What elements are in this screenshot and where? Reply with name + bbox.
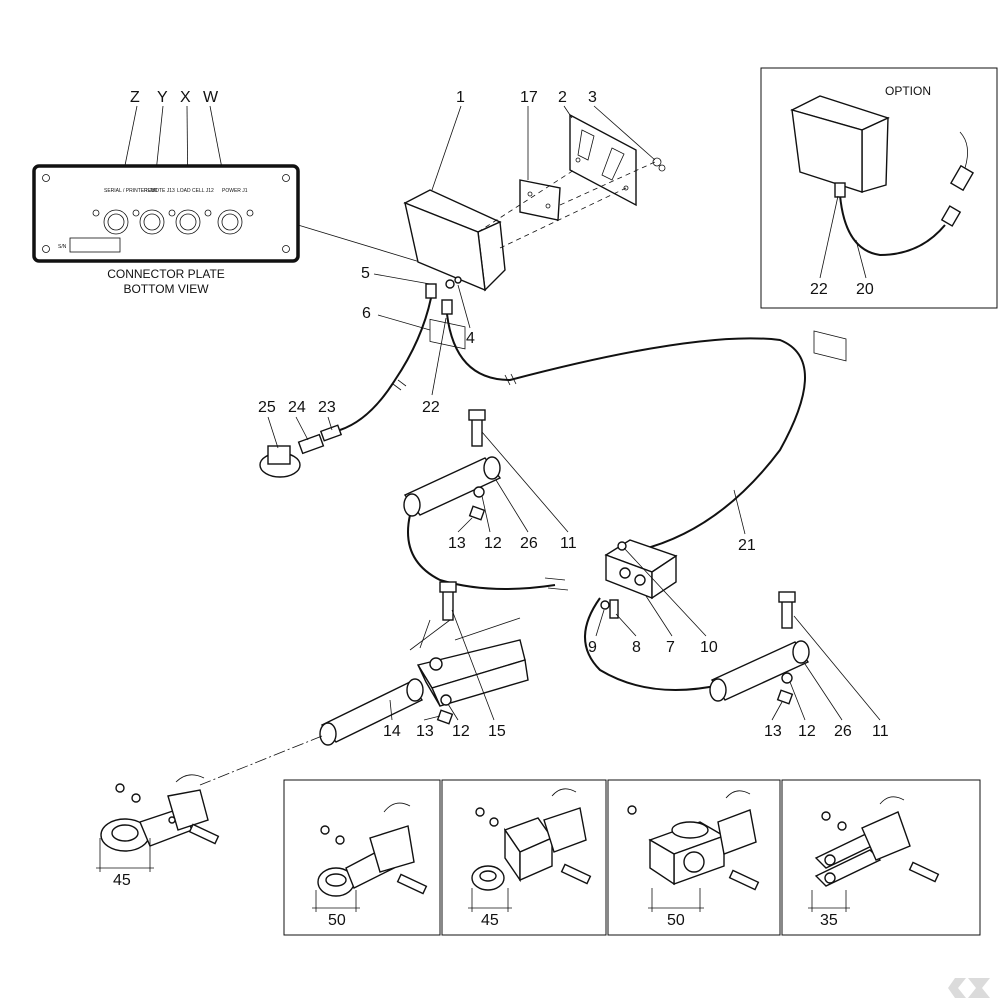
serial-number-box [69,237,121,253]
port-serial-printer: SERIAL / PRINTER J30 [104,188,157,194]
callout-3: 3 [588,89,597,106]
detail-panel-1 [283,779,441,936]
load-pin-right [709,591,810,705]
dim-panel-3: 50 [667,912,685,929]
callout-13-right: 13 [764,723,782,740]
callout-13-center: 13 [416,723,434,740]
plug-24 [297,433,325,455]
indicator-housing [403,189,506,350]
port-power: POWER J1 [222,188,248,194]
callout-24: 24 [288,399,306,416]
connector-plate-caption: CONNECTOR PLATE [107,267,225,281]
connector-plate-subcaption: BOTTOM VIEW [123,282,209,296]
callout-12-center: 12 [452,723,470,740]
callout-5: 5 [361,265,370,282]
callout-4: 4 [466,330,475,347]
callout-10: 10 [700,639,718,656]
callout-9: 9 [588,639,597,656]
callout-26-right: 26 [834,723,852,740]
option-callout-20: 20 [856,281,874,298]
callout-17: 17 [520,89,538,106]
detail-panel-2 [441,779,607,936]
port-load-cell: LOAD CELL J12 [177,188,214,194]
callout-11-right: 11 [872,723,889,740]
callout-12-upper: 12 [484,535,502,552]
detail-panels [283,779,981,936]
cable-21 [446,313,806,551]
detail-panel-4 [781,779,981,936]
callout-11-upper: 11 [560,535,577,552]
callout-7: 7 [666,639,675,656]
serial-number-label: S/N [58,244,67,250]
junction-box [604,539,678,600]
cable-upper [407,514,556,590]
plug-23 [319,424,343,442]
callout-22: 22 [422,399,440,416]
option-title: OPTION [885,84,931,98]
eye-assembly-main [96,774,220,872]
connector-22 [441,299,453,315]
bracket-17 [519,179,561,221]
load-pin-upper [403,409,502,521]
connector-plate-frame [32,164,300,263]
callout-25: 25 [258,399,276,416]
callout-12-right: 12 [798,723,816,740]
connector-plate: Z Y X W SERIAL / PRINTER J30 REMOTE J13 … [32,89,421,296]
cable-6 [339,297,432,431]
cable-lower-right [584,597,721,691]
connector-5 [425,283,437,299]
dim-panel-4: 35 [820,912,838,929]
callout-2: 2 [558,89,567,106]
callout-1: 1 [456,89,465,106]
callout-8: 8 [632,639,641,656]
dim-main: 45 [113,872,131,889]
detail-panel-3 [607,779,781,936]
letter-y: Y [157,89,168,106]
callout-13-upper: 13 [448,535,466,552]
bolt-15 [442,589,454,621]
callout-15: 15 [488,723,506,740]
callout-26-upper: 26 [520,535,538,552]
letter-z: Z [130,89,140,106]
dim-panel-2: 45 [481,912,499,929]
option-callout-22: 22 [810,281,828,298]
screw-8 [609,599,619,619]
option-cable-20 [839,194,946,257]
callout-21: 21 [738,537,756,554]
kramp-k-logo-icon [948,978,990,998]
option-frame [760,67,998,309]
dim-panel-1: 50 [328,912,346,929]
port-remote: REMOTE J13 [144,188,175,194]
callout-14: 14 [383,723,401,740]
option-box: OPTION 22 20 [760,67,998,362]
mounting-plate-2 [569,113,637,207]
bolt-11-upper [471,417,483,447]
callout-23: 23 [318,399,336,416]
callout-6: 6 [362,305,371,322]
bolt-11-right [781,599,793,629]
sensor-body-25 [267,445,291,465]
letter-w: W [203,89,219,106]
drawbar-assembly [319,581,529,746]
letter-x: X [180,89,191,106]
